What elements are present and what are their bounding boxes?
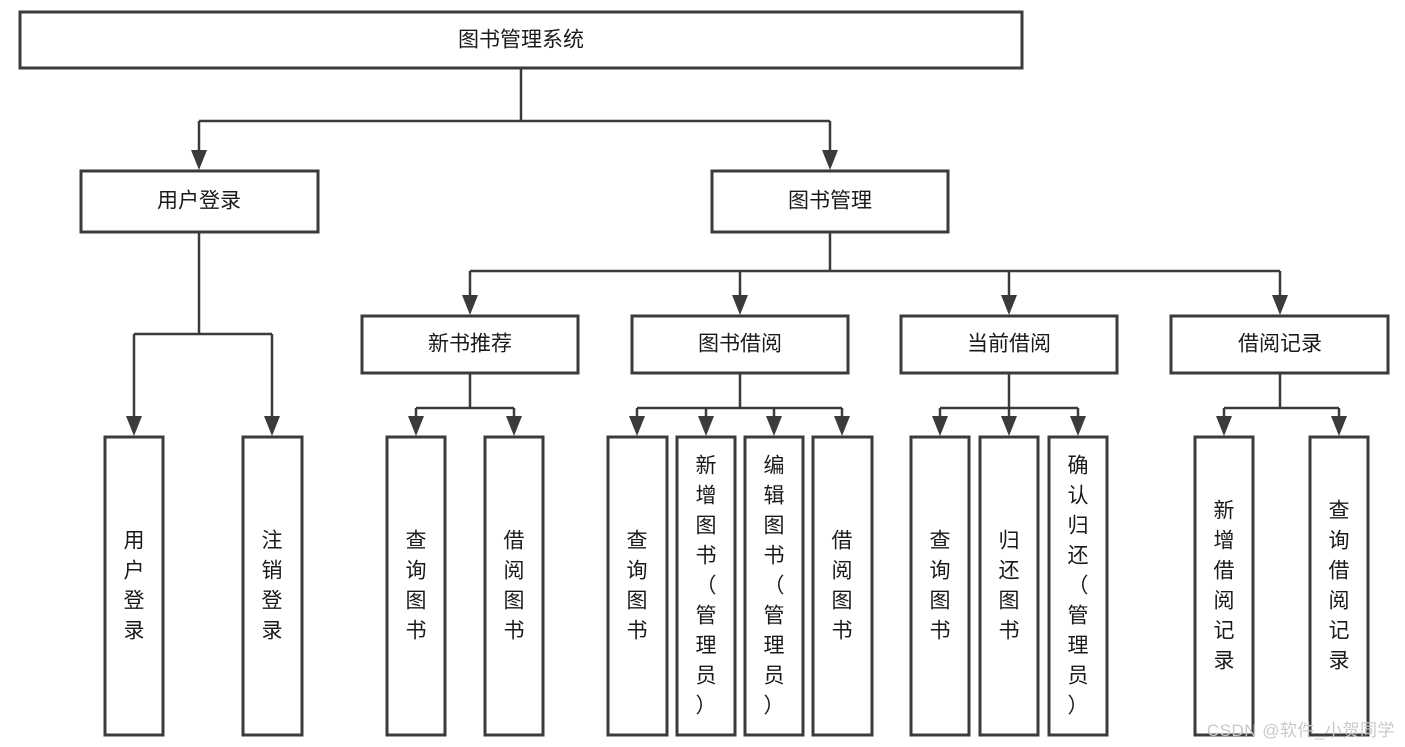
leaf-book-borrow-2-label: 新增图书（管理员） <box>696 455 717 718</box>
leaf-user-login-1[interactable]: 用户登录 <box>103 435 165 737</box>
arrowhead-user-login <box>191 150 207 170</box>
arrowhead-current-borrow-leaf-3 <box>1070 416 1086 436</box>
node-new-book-recommend[interactable]: 新书推荐 <box>360 314 580 375</box>
leaf-book-borrow-1-box <box>606 435 669 737</box>
leaf-current-borrow-2[interactable]: 归还图书 <box>978 435 1040 737</box>
leaf-new-book-2-label: 借阅图书 <box>504 530 525 643</box>
leaf-new-book-1-label: 查询图书 <box>406 530 427 643</box>
leaf-new-book-1-box <box>385 435 447 737</box>
leaf-book-borrow-1[interactable]: 查询图书 <box>606 435 669 737</box>
leaf-current-borrow-1-label: 查询图书 <box>930 530 951 643</box>
node-user-login[interactable]: 用户登录 <box>79 169 320 234</box>
node-user-login-box <box>79 169 320 234</box>
node-new-book-recommend-label: 新书推荐 <box>428 333 512 356</box>
leaf-borrow-record-1[interactable]: 新增借阅记录 <box>1193 435 1255 737</box>
arrowhead-current-borrow <box>1001 295 1017 315</box>
node-book-borrow-box <box>630 314 850 375</box>
leaf-current-borrow-3-label: 确认归还（管理员） <box>1068 455 1089 718</box>
node-current-borrow[interactable]: 当前借阅 <box>899 314 1119 375</box>
leaf-current-borrow-2-label: 归还图书 <box>999 530 1020 643</box>
leaf-current-borrow-3[interactable]: 确认归还（管理员） <box>1047 435 1109 737</box>
leaf-user-login-1-label: 用户登录 <box>124 530 145 643</box>
leaf-new-book-2-box <box>483 435 545 737</box>
node-book-borrow-label: 图书借阅 <box>698 333 782 356</box>
arrowhead-book-mgmt <box>822 150 838 170</box>
leaf-book-borrow-4[interactable]: 借阅图书 <box>811 435 874 737</box>
leaf-new-book-2[interactable]: 借阅图书 <box>483 435 545 737</box>
node-current-borrow-label: 当前借阅 <box>967 333 1051 356</box>
node-root-label: 图书管理系统 <box>458 29 584 52</box>
leaf-user-login-1-box <box>103 435 165 737</box>
arrowhead-new-book-leaf-2 <box>506 416 522 436</box>
arrowhead-book-borrow <box>732 295 748 315</box>
leaf-borrow-record-2-label: 查询借阅记录 <box>1329 500 1350 673</box>
arrowhead-borrow-record <box>1272 295 1288 315</box>
arrowhead-book-borrow-leaf-1 <box>629 416 645 436</box>
node-borrow-record[interactable]: 借阅记录 <box>1169 314 1390 375</box>
arrowhead-new-book-recommend <box>462 295 478 315</box>
leaf-book-borrow-4-label: 借阅图书 <box>832 530 853 643</box>
leaf-borrow-record-1-label: 新增借阅记录 <box>1214 500 1235 673</box>
node-book-management[interactable]: 图书管理 <box>710 169 950 234</box>
arrowhead-new-book-leaf-1 <box>408 416 424 436</box>
connector-layer <box>126 68 1347 436</box>
node-root-system[interactable]: 图书管理系统 <box>18 10 1024 70</box>
leaf-book-borrow-3-box <box>743 435 805 737</box>
arrowhead-book-borrow-leaf-3 <box>766 416 782 436</box>
arrowhead-borrow-record-leaf-1 <box>1216 416 1232 436</box>
leaf-book-borrow-3-label: 编辑图书（管理员） <box>764 455 785 718</box>
arrowhead-current-borrow-leaf-2 <box>1001 416 1017 436</box>
leaf-new-book-1[interactable]: 查询图书 <box>385 435 447 737</box>
leaf-user-login-2-box <box>241 435 304 737</box>
csdn-watermark: CSDN @软件_小贺同学 <box>1206 721 1395 740</box>
leaf-borrow-record-2-box <box>1308 435 1370 737</box>
leaf-book-borrow-4-box <box>811 435 874 737</box>
leaf-current-borrow-2-box <box>978 435 1040 737</box>
arrowhead-user-login-leaf-1 <box>126 416 142 436</box>
leaf-book-borrow-2[interactable]: 新增图书（管理员） <box>675 435 737 737</box>
arrowhead-book-borrow-leaf-2 <box>698 416 714 436</box>
node-root-box <box>18 10 1024 70</box>
leaf-user-login-2-label: 注销登录 <box>262 530 283 643</box>
leaf-borrow-record-2[interactable]: 查询借阅记录 <box>1308 435 1370 737</box>
node-current-borrow-box <box>899 314 1119 375</box>
leaf-current-borrow-1-box <box>909 435 971 737</box>
leaf-book-borrow-2-box <box>675 435 737 737</box>
arrowhead-current-borrow-leaf-1 <box>932 416 948 436</box>
node-new-book-recommend-box <box>360 314 580 375</box>
node-book-management-box <box>710 169 950 234</box>
node-book-borrow[interactable]: 图书借阅 <box>630 314 850 375</box>
node-borrow-record-label: 借阅记录 <box>1238 333 1322 356</box>
leaf-book-borrow-3[interactable]: 编辑图书（管理员） <box>743 435 805 737</box>
arrowhead-borrow-record-leaf-2 <box>1331 416 1347 436</box>
node-borrow-record-box <box>1169 314 1390 375</box>
node-book-management-label: 图书管理 <box>788 190 872 213</box>
node-user-login-label: 用户登录 <box>157 190 241 213</box>
arrowhead-book-borrow-leaf-4 <box>834 416 850 436</box>
leaf-user-login-2[interactable]: 注销登录 <box>241 435 304 737</box>
leaf-book-borrow-1-label: 查询图书 <box>627 530 648 643</box>
leaf-borrow-record-1-box <box>1193 435 1255 737</box>
leaf-current-borrow-3-box <box>1047 435 1109 737</box>
leaf-current-borrow-1[interactable]: 查询图书 <box>909 435 971 737</box>
arrowhead-user-login-leaf-2 <box>264 416 280 436</box>
